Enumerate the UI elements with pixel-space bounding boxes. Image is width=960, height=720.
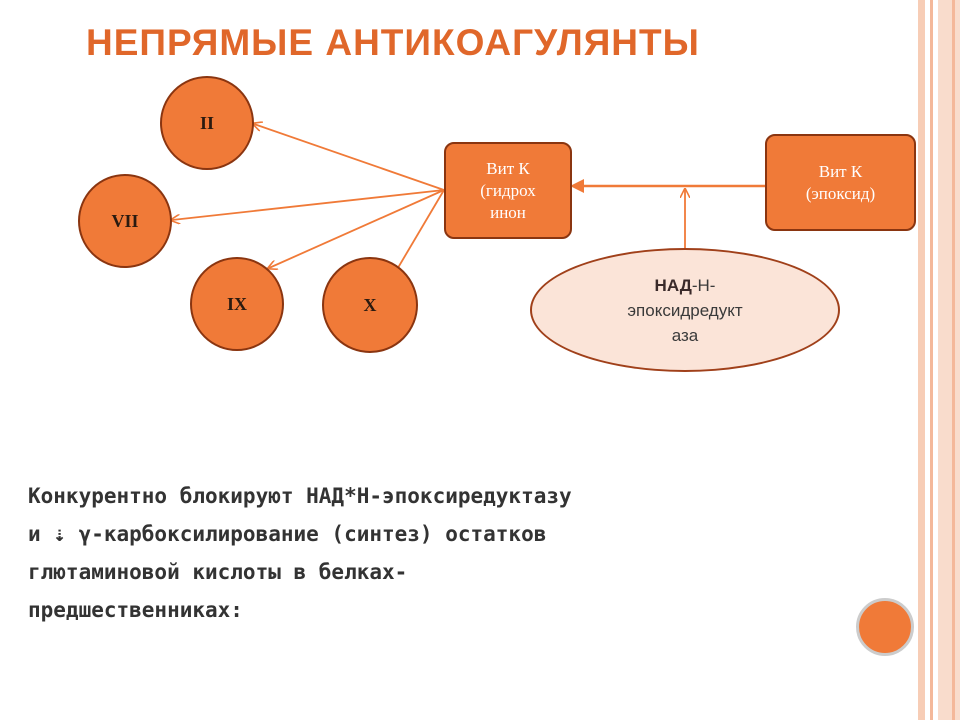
side-stripe-4 xyxy=(952,0,955,720)
enzyme-nad-label: НАД xyxy=(654,275,692,295)
vit-k-hydroquinone-box: Вит К (гидрох инон xyxy=(444,142,572,239)
factor-ix-circle: IX xyxy=(190,257,284,351)
enzyme-line3: аза xyxy=(671,325,699,345)
factor-ix-label: IX xyxy=(226,293,247,314)
factor-ii-label: II xyxy=(199,112,214,133)
enzyme-h-label: -Н- xyxy=(691,275,716,295)
enzyme-line2: эпоксидредукт xyxy=(627,300,743,320)
body-line-2: и ⇣ γ-карбоксилирование (синтез) остатко… xyxy=(28,522,547,546)
factor-vii-circle: VII xyxy=(78,174,172,268)
factor-ii-circle: II xyxy=(160,76,254,170)
factor-x-label: X xyxy=(363,294,377,315)
slide-title: НЕПРЯМЫЕ АНТИКОАГУЛЯНТЫ xyxy=(86,22,700,63)
body-line-3: глютаминовой кислоты в белках- xyxy=(28,560,408,584)
arrow-to-vii xyxy=(172,189,445,220)
factor-x-circle: X xyxy=(322,257,418,353)
decorative-corner-circle xyxy=(856,598,914,656)
enzyme-ellipse: НАД-Н- эпоксидредукт аза xyxy=(530,248,840,372)
side-stripe-1 xyxy=(918,0,925,720)
side-stripe-2 xyxy=(930,0,933,720)
body-line-4: предшественниках: xyxy=(28,598,243,622)
body-line-1: Конкурентно блокируют НАД*Н-эпоксиредукт… xyxy=(28,484,572,508)
body-text: Конкурентно блокируют НАД*Н-эпоксиредукт… xyxy=(28,477,908,629)
factor-vii-label: VII xyxy=(111,210,139,231)
vit-k-epoxide-box: Вит К (эпоксид) xyxy=(765,134,916,231)
arrow-to-ix xyxy=(269,189,445,268)
arrow-to-ii xyxy=(254,124,445,191)
